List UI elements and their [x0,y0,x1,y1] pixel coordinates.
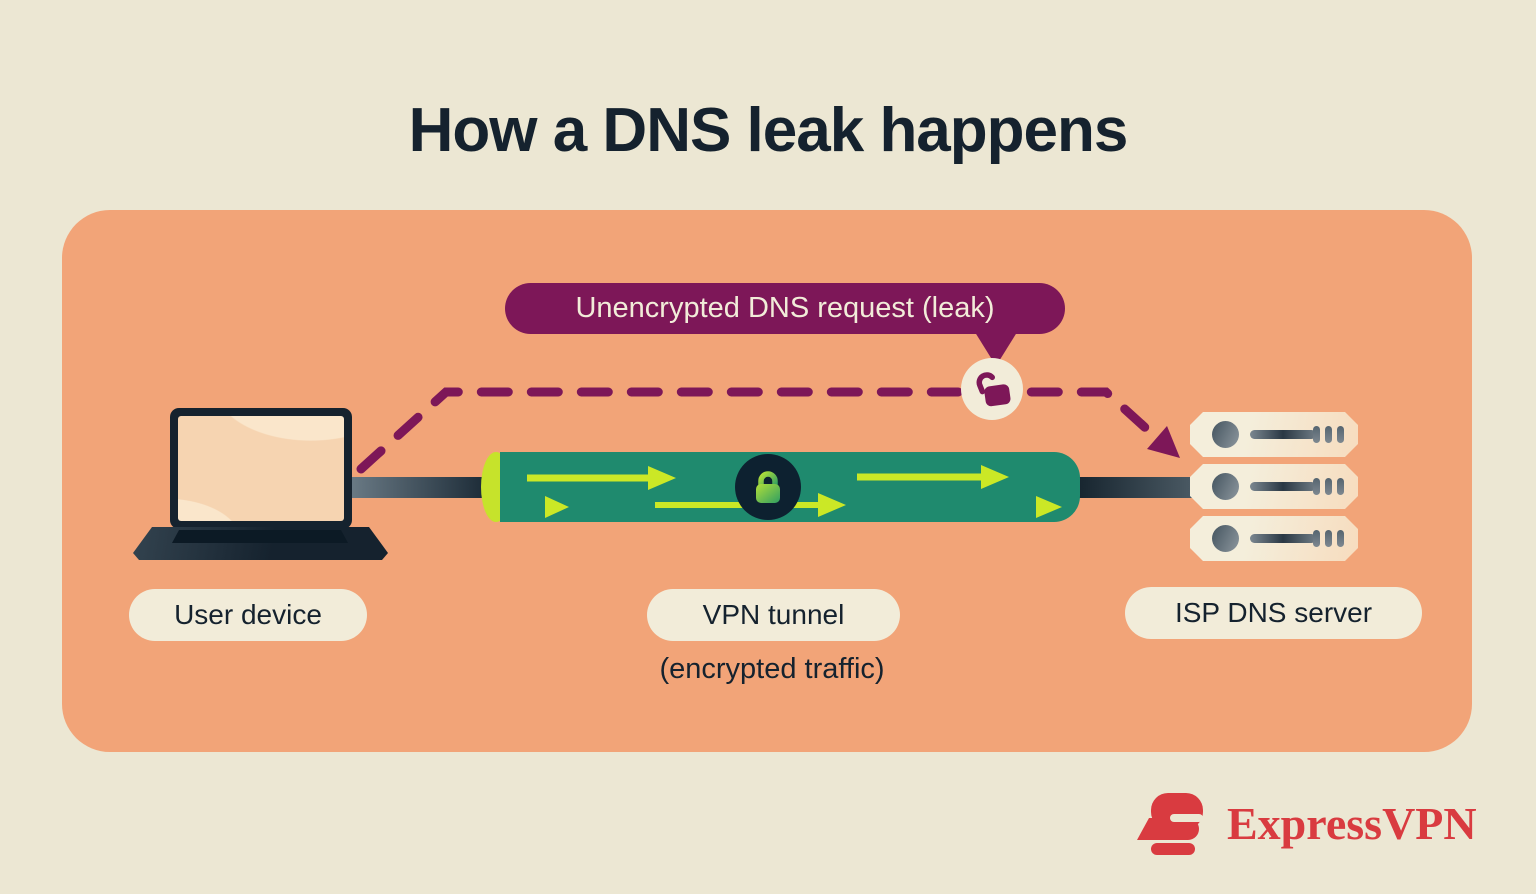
user-device-text: User device [174,599,322,630]
server-unit [1190,464,1358,509]
server-led [1325,530,1332,547]
open-padlock-icon [976,372,1011,407]
leak-callout-label: Unencrypted DNS request (leak) [575,292,995,324]
vpn-tunnel-text: VPN tunnel [702,599,845,630]
open-padlock-circle [961,358,1023,420]
isp-dns-server-text: ISP DNS server [1174,597,1373,628]
brand-logo: ExpressVPN [1135,793,1477,855]
server-unit [1190,516,1358,561]
server-drive-circle [1212,421,1239,448]
server-led [1313,530,1320,547]
server-led [1313,478,1320,495]
closed-padlock-icon [756,471,780,503]
leak-callout-badge: Unencrypted DNS request (leak) [505,283,1065,334]
laptop-display [178,416,344,521]
encrypted-traffic-sublabel: (encrypted traffic) [659,653,885,685]
server-led [1337,478,1344,495]
server-slot-bar [1250,534,1316,543]
server-led [1337,530,1344,547]
leak-arrowhead-icon [1147,426,1180,458]
expressvpn-wordmark: ExpressVPN [1227,798,1477,849]
arrow-icon [497,465,1062,518]
server-drive-circle [1212,525,1239,552]
server-led [1325,478,1332,495]
device-cable-right [1078,477,1194,498]
server-led [1337,426,1344,443]
page-title: How a DNS leak happens [408,96,1129,165]
expressvpn-logo-icon [1137,793,1203,855]
server-slot-bar [1250,482,1316,491]
server-led [1325,426,1332,443]
server-unit [1190,412,1358,457]
laptop-keyboard [172,530,348,543]
vpn-tunnel-label: VPN tunnel [647,589,900,641]
user-device-label: User device [129,589,367,641]
closed-padlock-circle [735,454,801,520]
isp-dns-server-label: ISP DNS server [1125,587,1422,639]
server-slot-bar [1250,430,1316,439]
server-drive-circle [1212,473,1239,500]
server-led [1313,426,1320,443]
device-cable-left [350,477,488,498]
